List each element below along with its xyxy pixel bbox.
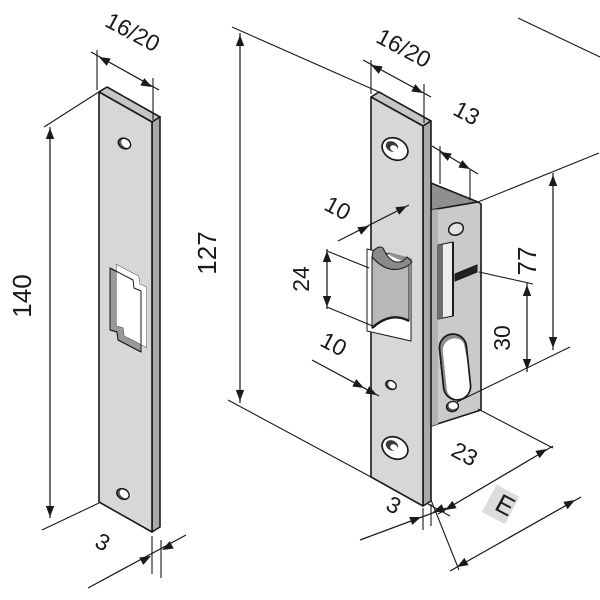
dim-label-plate-width: 16/20: [101, 7, 164, 57]
case-cylinder-slot: [438, 333, 472, 401]
dim-face-thickness: 3: [359, 490, 447, 541]
dim-label-latch-bottom-offset: 10: [316, 326, 351, 361]
dim-label-plate-height: 140: [7, 274, 37, 317]
dim-label-case-height: 77: [512, 247, 542, 276]
lock-case-front-strip: [431, 209, 438, 426]
dim-latch-height: 24: [288, 249, 376, 328]
dim-label-case-depth: 23: [447, 436, 482, 471]
strike-plate-screw-hole-top: [117, 137, 133, 150]
dim-label-face-height: 127: [192, 231, 222, 274]
strike-plate-screw-hole-bottom: [116, 487, 131, 501]
dim-plate-thickness: 3: [87, 527, 187, 589]
corner-construction-line: [517, 17, 600, 58]
dim-backset: E: [430, 484, 582, 572]
dim-label-face-width: 16/20: [372, 23, 435, 73]
case-follower-window: [437, 241, 454, 320]
dim-case-height: 77: [456, 152, 600, 403]
case-slot: [454, 264, 478, 282]
latch-bolt: [371, 246, 413, 329]
dim-label-case-width: 13: [449, 95, 484, 130]
dim-label-plate-thickness: 3: [91, 527, 115, 556]
dim-face-height: 127: [192, 26, 380, 478]
dim-latch-bottom-offset: 10: [311, 326, 380, 399]
strike-plate-side-edge: [151, 116, 161, 533]
dim-label-latch-height: 24: [288, 266, 314, 292]
lock-body: [366, 91, 482, 507]
case-screw-hole: [445, 400, 460, 413]
backset-badge: [482, 484, 520, 525]
dim-label-latch-top-offset: 10: [320, 190, 355, 225]
faceplate-screw-hole-top: [381, 136, 409, 162]
case-pin-hole: [447, 222, 465, 236]
dim-plate-height: 140: [7, 87, 106, 531]
dim-case-width: 13: [431, 95, 484, 200]
dim-cyl-distance: 30: [478, 271, 534, 372]
strike-plate-cutout: [109, 264, 147, 353]
dim-label-face-thickness: 3: [382, 490, 406, 519]
faceplate-screw-hole-bottom: [381, 435, 409, 461]
faceplate-side-edge: [422, 120, 432, 507]
dim-label-cyl-distance: 30: [489, 325, 515, 351]
faceplate-pin-hole: [385, 379, 398, 391]
strike-plate: [98, 86, 161, 533]
